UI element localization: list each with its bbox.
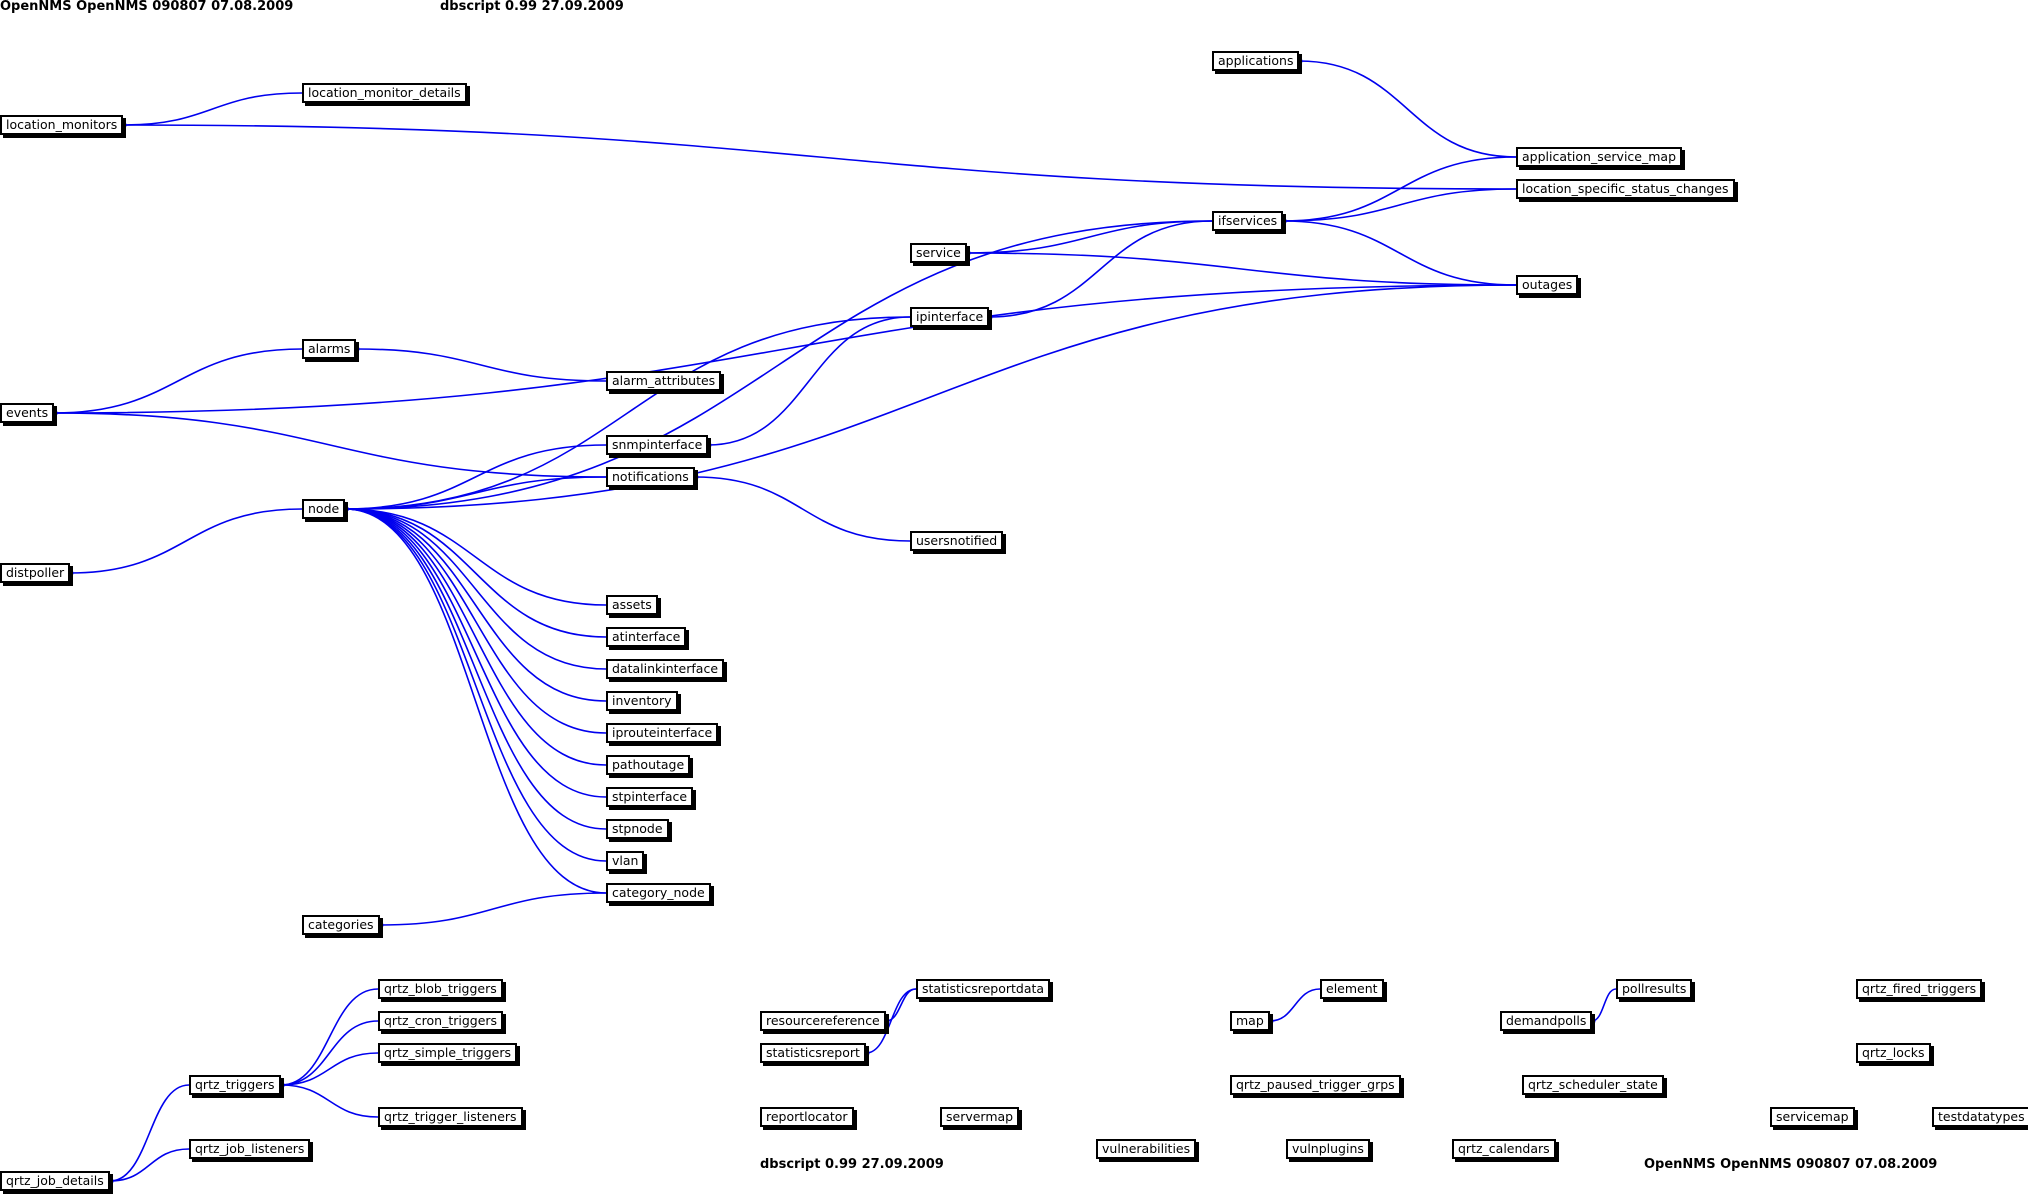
relation-ifservices-application_service_map xyxy=(1282,156,1517,222)
relation-location_monitors-location_specific_status_changes xyxy=(122,124,1517,190)
relation-qrtz_triggers-qrtz_cron_triggers xyxy=(280,1020,379,1086)
table-datalinkinterface[interactable]: datalinkinterface xyxy=(606,659,725,679)
relation-node-pathoutage xyxy=(344,508,607,766)
table-reportlocator[interactable]: reportlocator xyxy=(760,1107,854,1127)
table-vulnplugins[interactable]: vulnplugins xyxy=(1286,1139,1370,1159)
table-applications[interactable]: applications xyxy=(1212,51,1300,71)
table-alarms[interactable]: alarms xyxy=(302,339,357,359)
table-qrtz-cron-triggers[interactable]: qrtz_cron_triggers xyxy=(378,1011,504,1031)
table-servicemap[interactable]: servicemap xyxy=(1770,1107,1855,1127)
relation-notifications-usersnotified xyxy=(694,476,911,542)
table-element[interactable]: element xyxy=(1320,979,1384,999)
table-application-service-map[interactable]: application_service_map xyxy=(1516,147,1682,167)
table-qrtz-locks[interactable]: qrtz_locks xyxy=(1856,1043,1931,1063)
relation-node-ipinterface xyxy=(344,316,911,510)
table-vlan[interactable]: vlan xyxy=(606,851,645,871)
table-resourcereference[interactable]: resourcereference xyxy=(760,1011,886,1031)
relation-node-stpinterface xyxy=(344,508,607,798)
relation-qrtz_job_details-qrtz_triggers xyxy=(109,1084,190,1182)
table-stpnode[interactable]: stpnode xyxy=(606,819,669,839)
relation-service-outages xyxy=(966,252,1517,286)
table-notifications[interactable]: notifications xyxy=(606,467,695,487)
table-category-node[interactable]: category_node xyxy=(606,883,711,903)
relation-qrtz_triggers-qrtz_trigger_listeners xyxy=(280,1084,379,1118)
table-statisticsreportdata[interactable]: statisticsreportdata xyxy=(916,979,1051,999)
table-pathoutage[interactable]: pathoutage xyxy=(606,755,691,775)
relation-location_monitors-location_monitor_details xyxy=(122,92,303,126)
relation-node-category_node xyxy=(344,508,607,894)
relation-distpoller-node xyxy=(69,508,303,574)
relation-categories-category_node xyxy=(379,892,607,926)
table-location-monitor-details[interactable]: location_monitor_details xyxy=(302,83,467,103)
relation-events-outages xyxy=(53,284,1517,414)
relation-qrtz_job_details-qrtz_job_listeners xyxy=(109,1148,190,1182)
relation-ipinterface-ifservices xyxy=(988,220,1213,318)
relation-demandpolls-pollresults xyxy=(1591,988,1617,1022)
relation-snmpinterface-ipinterface xyxy=(707,316,911,446)
relation-node-iprouteinterface xyxy=(344,508,607,734)
relation-node-assets xyxy=(344,508,607,606)
table-map[interactable]: map xyxy=(1230,1011,1270,1031)
relation-ifservices-location_specific_status_changes xyxy=(1282,188,1517,222)
table-distpoller[interactable]: distpoller xyxy=(0,563,71,583)
table-location-specific-status-changes[interactable]: location_specific_status_changes xyxy=(1516,179,1735,199)
table-qrtz-scheduler-state[interactable]: qrtz_scheduler_state xyxy=(1522,1075,1664,1095)
relation-node-snmpinterface xyxy=(344,444,607,510)
table-qrtz-simple-triggers[interactable]: qrtz_simple_triggers xyxy=(378,1043,518,1063)
header-bottom-center: dbscript 0.99 27.09.2009 xyxy=(760,1157,944,1172)
table-statisticsreport[interactable]: statisticsreport xyxy=(760,1043,866,1063)
table-outages[interactable]: outages xyxy=(1516,275,1579,295)
relation-events-alarms xyxy=(53,348,303,414)
table-qrtz-fired-triggers[interactable]: qrtz_fired_triggers xyxy=(1856,979,1983,999)
relation-statisticsreport-statisticsreportdata xyxy=(865,988,917,1054)
relation-applications-application_service_map xyxy=(1298,60,1517,158)
relation-qrtz_triggers-qrtz_blob_triggers xyxy=(280,988,379,1086)
relation-node-datalinkinterface xyxy=(344,508,607,670)
table-qrtz-trigger-listeners[interactable]: qrtz_trigger_listeners xyxy=(378,1107,523,1127)
table-demandpolls[interactable]: demandpolls xyxy=(1500,1011,1593,1031)
relation-node-ifservices xyxy=(344,220,1213,510)
relation-ifservices-outages xyxy=(1282,220,1517,286)
table-pollresults[interactable]: pollresults xyxy=(1616,979,1693,999)
table-ipinterface[interactable]: ipinterface xyxy=(910,307,990,327)
table-testdatatypes[interactable]: testdatatypes xyxy=(1932,1107,2028,1127)
table-qrtz-job-listeners[interactable]: qrtz_job_listeners xyxy=(189,1139,311,1159)
table-alarm-attributes[interactable]: alarm_attributes xyxy=(606,371,722,391)
table-categories[interactable]: categories xyxy=(302,915,380,935)
table-atinterface[interactable]: atinterface xyxy=(606,627,687,647)
relation-events-notifications xyxy=(53,412,607,478)
table-qrtz-triggers[interactable]: qrtz_triggers xyxy=(189,1075,281,1095)
relation-node-atinterface xyxy=(344,508,607,638)
table-ifservices[interactable]: ifservices xyxy=(1212,211,1284,231)
relation-node-stpnode xyxy=(344,508,607,830)
table-location-monitors[interactable]: location_monitors xyxy=(0,115,124,135)
table-node[interactable]: node xyxy=(302,499,346,519)
table-service[interactable]: service xyxy=(910,243,967,263)
table-iprouteinterface[interactable]: iprouteinterface xyxy=(606,723,719,743)
table-assets[interactable]: assets xyxy=(606,595,658,615)
relation-qrtz_triggers-qrtz_simple_triggers xyxy=(280,1052,379,1086)
table-qrtz-blob-triggers[interactable]: qrtz_blob_triggers xyxy=(378,979,503,999)
relation-alarms-alarm_attributes xyxy=(355,348,607,382)
relation-map-element xyxy=(1269,988,1321,1022)
table-usersnotified[interactable]: usersnotified xyxy=(910,531,1004,551)
table-qrtz-paused-trigger-grps[interactable]: qrtz_paused_trigger_grps xyxy=(1230,1075,1401,1095)
header-top-center: dbscript 0.99 27.09.2009 xyxy=(440,0,624,14)
table-events[interactable]: events xyxy=(0,403,55,423)
table-snmpinterface[interactable]: snmpinterface xyxy=(606,435,709,455)
table-servermap[interactable]: servermap xyxy=(940,1107,1020,1127)
table-vulnerabilities[interactable]: vulnerabilities xyxy=(1096,1139,1197,1159)
table-inventory[interactable]: inventory xyxy=(606,691,678,711)
table-qrtz-job-details[interactable]: qrtz_job_details xyxy=(0,1171,110,1191)
relation-node-vlan xyxy=(344,508,607,862)
relation-node-outages xyxy=(344,284,1517,510)
header-bottom-right: OpenNMS OpenNMS 090807 07.08.2009 xyxy=(1644,1157,1938,1172)
relation-node-inventory xyxy=(344,508,607,702)
header-top-left: OpenNMS OpenNMS 090807 07.08.2009 xyxy=(0,0,294,14)
relation-resourcereference-statisticsreportdata xyxy=(885,988,917,1022)
table-qrtz-calendars[interactable]: qrtz_calendars xyxy=(1452,1139,1556,1159)
table-stpinterface[interactable]: stpinterface xyxy=(606,787,694,807)
